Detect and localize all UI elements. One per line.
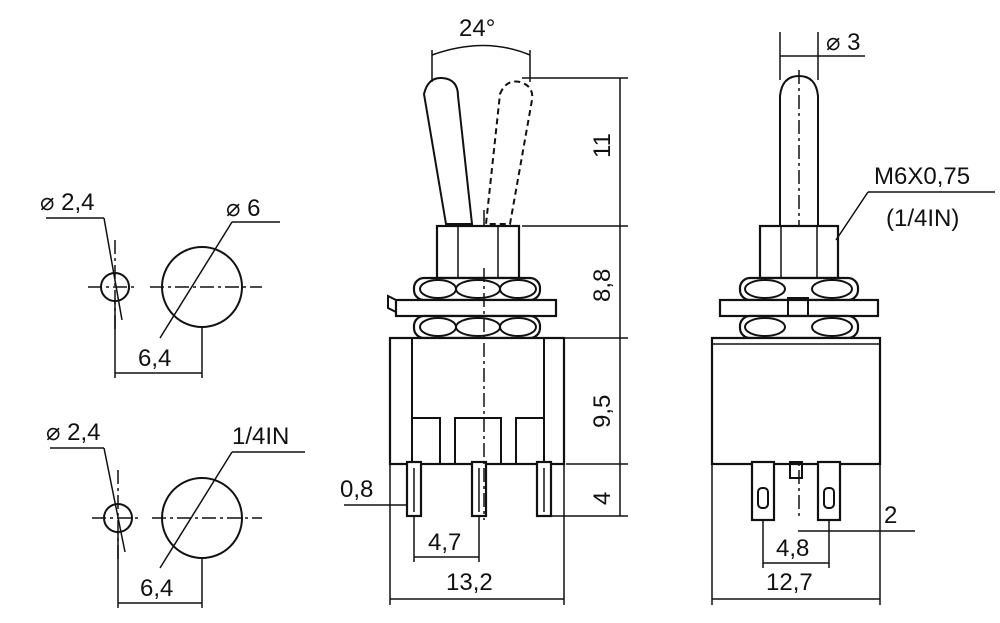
dim-4-label: 4 bbox=[589, 492, 616, 505]
dim-12-7-label: 12,7 bbox=[766, 569, 813, 596]
panel-cutout-top: ⌀ 2,4 ⌀ 6 6,4 bbox=[40, 189, 280, 378]
thread-inch-label: (1/4IN) bbox=[886, 205, 959, 232]
top-big-dia-label: ⌀ 6 bbox=[226, 195, 260, 222]
panel-cutout-bottom: ⌀ 2,4 1/4IN 6,4 bbox=[46, 419, 305, 608]
dim-4-8-label: 4,8 bbox=[776, 535, 809, 562]
bot-big-dia-label: 1/4IN bbox=[232, 423, 289, 450]
angle-label: 24° bbox=[459, 15, 495, 42]
dim-4-7-label: 4,7 bbox=[428, 529, 461, 556]
top-spacing-label: 6,4 bbox=[138, 345, 171, 372]
thread-label: M6X0,75 bbox=[874, 163, 970, 190]
body-side bbox=[710, 336, 882, 466]
bot-spacing-label: 6,4 bbox=[140, 575, 173, 602]
bot-hole-dia-label: ⌀ 2,4 bbox=[46, 419, 100, 446]
lever-dashed bbox=[484, 80, 534, 225]
lever-solid bbox=[422, 76, 474, 225]
top-hole-dia-label: ⌀ 2,4 bbox=[40, 189, 94, 216]
switch-front-view: 24° bbox=[340, 15, 628, 605]
dim-8-8-label: 8,8 bbox=[589, 269, 616, 302]
dim-13-2-label: 13,2 bbox=[446, 569, 493, 596]
lever-side bbox=[779, 74, 819, 227]
washer-front bbox=[394, 298, 558, 318]
washer-side bbox=[718, 298, 880, 318]
terminal-side-right bbox=[816, 460, 842, 522]
switch-side-view: ⌀ 3 M6X0,75 (1/4IN) 2 bbox=[710, 29, 995, 605]
dia-3-label: ⌀ 3 bbox=[826, 29, 860, 56]
dim-11-label: 11 bbox=[589, 133, 616, 158]
dim-9-5-label: 9,5 bbox=[589, 395, 616, 428]
dim-0-8-label: 0,8 bbox=[340, 476, 373, 503]
body-front bbox=[388, 336, 566, 466]
dim-2-label: 2 bbox=[884, 502, 897, 529]
bushing-side bbox=[758, 224, 840, 280]
bushing-front bbox=[435, 224, 521, 280]
terminal-side-left bbox=[750, 460, 776, 522]
